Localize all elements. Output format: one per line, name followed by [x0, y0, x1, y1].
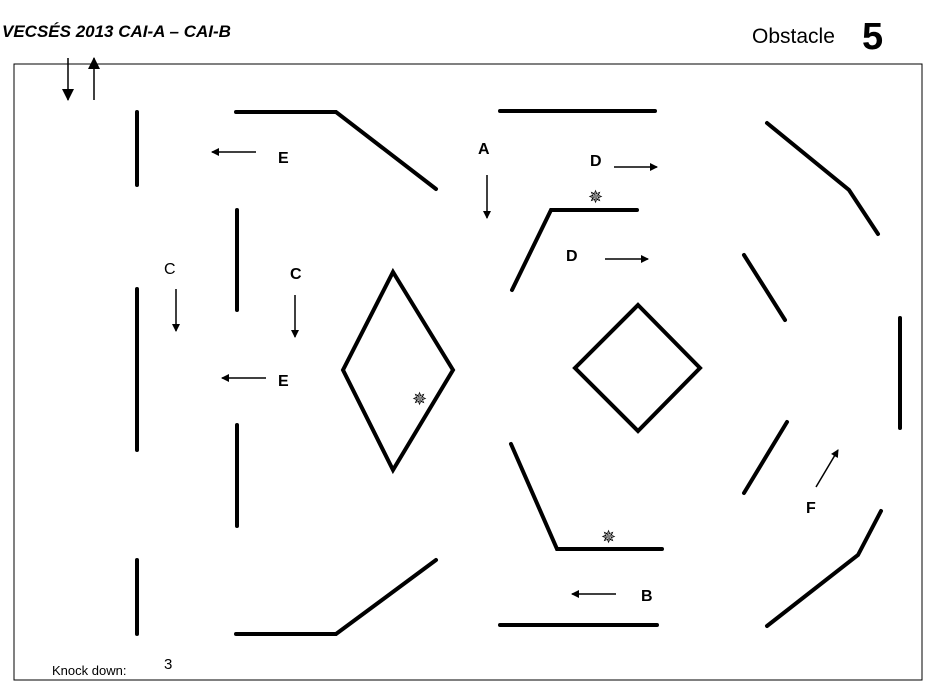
knock-down-label: Knock down: — [52, 663, 126, 678]
knockdown-star-icon: ✵ — [588, 187, 603, 208]
gate-label-d: D — [566, 248, 578, 265]
wall — [234, 110, 438, 191]
gate-label-d: D — [590, 153, 602, 170]
knockdown-star-icon: ✵ — [601, 527, 616, 548]
gate-label-b: B — [641, 588, 653, 605]
gate-label-a: A — [478, 141, 490, 158]
wall — [234, 558, 438, 636]
wall — [765, 509, 883, 628]
wall — [742, 420, 789, 495]
obstacle-label: Obstacle — [752, 25, 835, 48]
gate-f-arrow — [815, 449, 839, 488]
knockdown-star-icon: ✵ — [412, 389, 427, 410]
wall — [765, 121, 880, 236]
gate-label-c: C — [290, 266, 302, 283]
walls — [135, 109, 902, 636]
knock-down-value: 3 — [164, 656, 172, 673]
wall — [509, 442, 664, 551]
obstacle-number: 5 — [862, 16, 883, 58]
gate-label-c: C — [164, 261, 176, 278]
gate-label-e: E — [278, 373, 289, 390]
diamond-element — [340, 267, 456, 475]
gate-label-e: E — [278, 150, 289, 167]
arena-border — [13, 63, 923, 681]
square-element — [572, 302, 703, 434]
gate-label-f: F — [806, 500, 816, 517]
wall — [742, 253, 787, 322]
wall — [510, 208, 639, 292]
page-title: VECSÉS 2013 CAI-A – CAI-B — [2, 22, 231, 41]
